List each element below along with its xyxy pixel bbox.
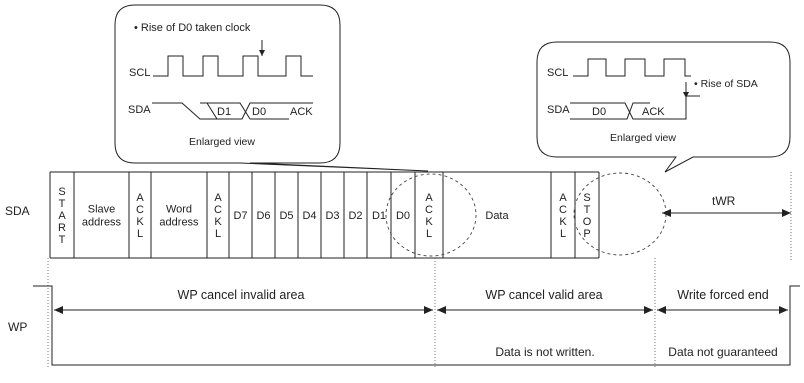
sda-cell: D7 [228, 172, 248, 258]
callout-left-scl-wave [153, 55, 313, 77]
callout-left-scl-label: SCL [129, 67, 150, 79]
sda-cell: D1 [366, 172, 386, 258]
sda-cell: D3 [320, 172, 340, 258]
not-guaranteed-note: Data not guaranteed [668, 345, 777, 359]
callout-left-ack: ACK [290, 106, 313, 118]
callout-right: SCL • Rise of SDA SDA D0 ACK Enlarged vi… [536, 41, 791, 173]
sda-cell: D4 [297, 172, 317, 258]
sda-cell-label: D3 [325, 210, 339, 222]
callout-right-bullet: • Rise of SDA [694, 78, 758, 90]
sda-cell-label: D1 [372, 210, 386, 222]
callout-left-caption: Enlarged view [189, 136, 255, 148]
sda-cell: D6 [251, 172, 271, 258]
sda-cell-label: D0 [396, 210, 410, 222]
callout-right-ack: ACK [642, 106, 665, 118]
invalid-area-label: WP cancel invalid area [178, 288, 305, 302]
twr-label: tWR [712, 194, 736, 208]
forced-end-label: Write forced end [677, 288, 769, 302]
callout-right-scl-label: SCL [547, 67, 568, 79]
sda-cell: D0 [390, 172, 410, 258]
callout-right-sda-wave [570, 95, 700, 120]
sda-cell-label: D6 [256, 210, 270, 222]
callout-left-sda-wave [152, 102, 313, 120]
callout-left-d0: D0 [252, 106, 266, 118]
callout-left-d1: D1 [217, 106, 231, 118]
callout-right-bubble [536, 41, 791, 173]
callout-right-sda-label: SDA [547, 104, 570, 116]
sda-cell: Data [442, 172, 509, 258]
sda-cell-label: D4 [302, 210, 316, 222]
callout-left-bubble [114, 4, 429, 172]
d1-d0-highlight-ellipse [385, 173, 477, 257]
callout-right-scl-wave [573, 58, 691, 77]
callout-left-bullet: • Rise of D0 taken clock [134, 22, 251, 34]
callout-right-caption: Enlarged view [610, 132, 676, 144]
sda-cell-label: D5 [279, 210, 293, 222]
callout-right-d0: D0 [592, 106, 606, 118]
sda-cell: D5 [274, 172, 294, 258]
sda-row-label: SDA [5, 204, 30, 218]
sda-cell-label: D2 [348, 210, 362, 222]
sda-cell-label: D7 [233, 210, 247, 222]
wp-signal [33, 285, 800, 366]
sda-cell-label: Data [485, 210, 509, 222]
callout-left-sda-label: SDA [128, 104, 151, 116]
callout-left: • Rise of D0 taken clock SCL SDA D1 D0 A… [114, 4, 429, 172]
valid-area-label: WP cancel valid area [485, 288, 602, 302]
not-written-note: Data is not written. [495, 345, 594, 359]
wp-row-label: WP [8, 320, 27, 334]
sda-cell: D2 [343, 172, 363, 258]
